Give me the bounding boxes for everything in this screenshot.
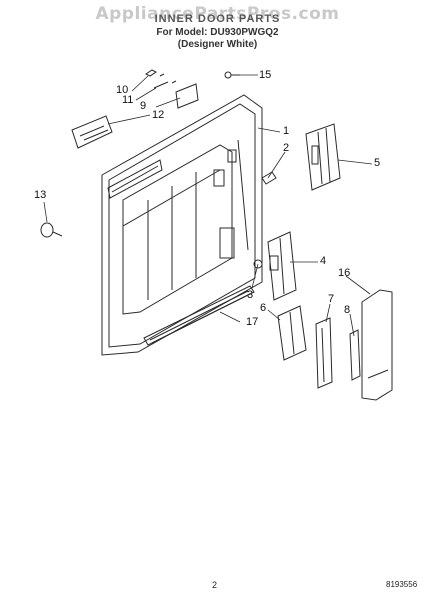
callout-2: 2 bbox=[283, 142, 290, 154]
document-part-number: 8193556 bbox=[386, 580, 418, 589]
callout-13: 13 bbox=[34, 189, 47, 201]
callout-16: 16 bbox=[338, 267, 351, 279]
callout-8: 8 bbox=[344, 304, 351, 316]
callout-17: 17 bbox=[246, 316, 259, 328]
spring-3 bbox=[253, 259, 263, 269]
handle-bracket bbox=[71, 115, 113, 149]
clip-2 bbox=[261, 171, 277, 185]
callout-1: 1 bbox=[283, 125, 290, 137]
callout-12: 12 bbox=[152, 109, 165, 121]
callout-3: 3 bbox=[247, 289, 254, 301]
screw-15 bbox=[224, 71, 240, 79]
bracket-6 bbox=[277, 305, 307, 361]
bracket-4 bbox=[267, 231, 297, 301]
callout-7: 7 bbox=[328, 293, 335, 305]
leader-lines bbox=[43, 74, 373, 337]
latch-assembly bbox=[305, 123, 341, 191]
bumper-13 bbox=[40, 222, 63, 238]
watermark: AppliancePartsPros.com bbox=[95, 4, 340, 24]
callout-15: 15 bbox=[259, 69, 272, 81]
cover-plate bbox=[175, 83, 199, 109]
callout-9: 9 bbox=[140, 100, 147, 112]
callout-5: 5 bbox=[374, 157, 381, 169]
strip-8 bbox=[349, 329, 361, 381]
callout-6: 6 bbox=[260, 302, 267, 314]
page-number: 2 bbox=[212, 580, 218, 590]
diagram-title: INNER DOOR PARTS bbox=[154, 13, 281, 25]
side-panel-16 bbox=[361, 289, 393, 401]
finish-line: (Designer White) bbox=[177, 39, 258, 50]
model-line: For Model: DU930PWGQ2 bbox=[156, 27, 279, 38]
vent-strip bbox=[143, 285, 255, 346]
callout-4: 4 bbox=[320, 255, 327, 267]
callout-11: 11 bbox=[122, 94, 134, 106]
rail-7 bbox=[315, 317, 333, 389]
clip-hardware bbox=[145, 69, 177, 89]
inner-door-panel bbox=[101, 94, 263, 356]
callout-10: 10 bbox=[116, 84, 129, 96]
